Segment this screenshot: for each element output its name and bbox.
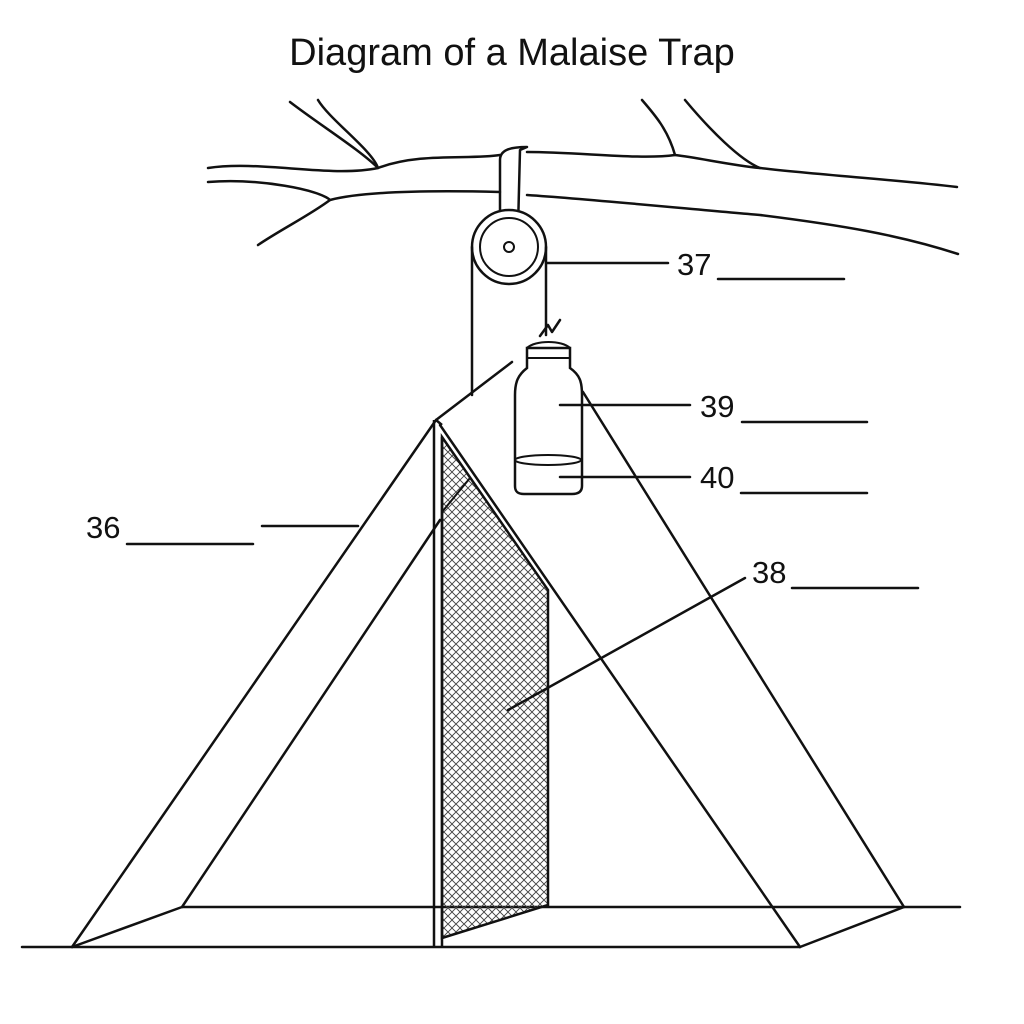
label-37: 37 bbox=[677, 247, 711, 282]
label-40: 40 bbox=[700, 460, 734, 495]
collecting-bottle bbox=[513, 341, 584, 496]
diagram-title: Diagram of a Malaise Trap bbox=[289, 32, 735, 74]
label-39: 39 bbox=[700, 389, 734, 424]
leader-lines bbox=[260, 261, 747, 712]
label-36: 36 bbox=[86, 510, 120, 545]
pulley-rope bbox=[470, 245, 562, 397]
label-38: 38 bbox=[752, 555, 786, 590]
pulley bbox=[470, 208, 548, 286]
hanging-strap bbox=[498, 145, 529, 230]
answer-blanks bbox=[125, 277, 920, 590]
tree-branch bbox=[206, 98, 960, 256]
mesh-baffle bbox=[432, 419, 550, 947]
